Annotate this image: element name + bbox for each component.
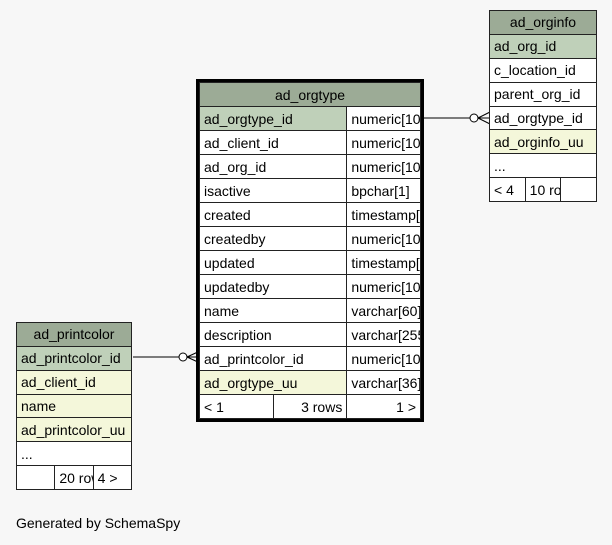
- children-count: 4 >: [92, 465, 133, 490]
- column-row: ad_org_id: [489, 33, 597, 59]
- table-ad-printcolor[interactable]: ad_printcolor ad_printcolor_id ad_client…: [15, 322, 133, 490]
- generated-by-label: Generated by SchemaSpy: [16, 515, 181, 531]
- column-name: ad_client_id: [198, 130, 348, 155]
- parents-count: < 4: [489, 177, 526, 202]
- column-type: numeric[10]: [346, 154, 421, 179]
- column-name: isactive: [198, 178, 348, 203]
- column-type: varchar[255]: [346, 322, 421, 347]
- parents-count: < 1: [199, 394, 274, 419]
- column-row: ...: [489, 153, 597, 179]
- column-type: varchar[36]: [346, 370, 421, 395]
- column-name: ad_org_id: [198, 154, 348, 179]
- table-title[interactable]: ad_orginfo: [489, 10, 597, 35]
- column-name: created: [198, 202, 348, 227]
- table-title[interactable]: ad_orgtype: [199, 82, 421, 107]
- table-ad-orginfo[interactable]: ad_orginfo ad_org_id c_location_id paren…: [489, 10, 597, 202]
- column-type: varchar[60]: [346, 298, 421, 323]
- table-title[interactable]: ad_printcolor: [16, 322, 132, 347]
- column-row: c_location_id: [489, 57, 597, 83]
- column-type: numeric[10]: [346, 130, 421, 155]
- row-count: 10 rows: [524, 177, 562, 202]
- column-type: numeric[10]: [346, 274, 421, 299]
- column-row: ad_orgtype_id: [489, 105, 597, 131]
- column-type: timestamp[29,6]: [346, 202, 421, 227]
- column-name: updated: [198, 250, 348, 275]
- parents-count: [15, 465, 56, 490]
- column-row: ad_client_id: [16, 369, 132, 395]
- column-type: numeric[10]: [346, 346, 421, 371]
- column-type: timestamp[29,6]: [346, 250, 421, 275]
- column-type: numeric[10]: [346, 226, 421, 251]
- rel-orgtype-orginfo: [422, 111, 491, 125]
- column-name: description: [198, 322, 348, 347]
- row-count: 20 rows: [54, 465, 94, 490]
- column-name: updatedby: [198, 274, 348, 299]
- children-count: 1 >: [346, 394, 421, 419]
- column-type: numeric[10]: [346, 106, 421, 131]
- column-type: bpchar[1]: [346, 178, 421, 203]
- column-row: ad_printcolor_id: [16, 345, 132, 371]
- column-name: ad_orgtype_id: [198, 106, 348, 131]
- children-count: [560, 177, 597, 202]
- rel-printcolor-orgtype: [133, 350, 201, 364]
- column-name: ad_orgtype_uu: [198, 370, 348, 395]
- column-name: ad_printcolor_id: [198, 346, 348, 371]
- column-name: name: [198, 298, 348, 323]
- column-row: ...: [16, 441, 132, 467]
- row-count: 3 rows: [272, 394, 348, 419]
- column-row: parent_org_id: [489, 81, 597, 107]
- column-name: createdby: [198, 226, 348, 251]
- column-row: ad_orginfo_uu: [489, 129, 597, 155]
- column-row: name: [16, 393, 132, 419]
- column-row: ad_printcolor_uu: [16, 417, 132, 443]
